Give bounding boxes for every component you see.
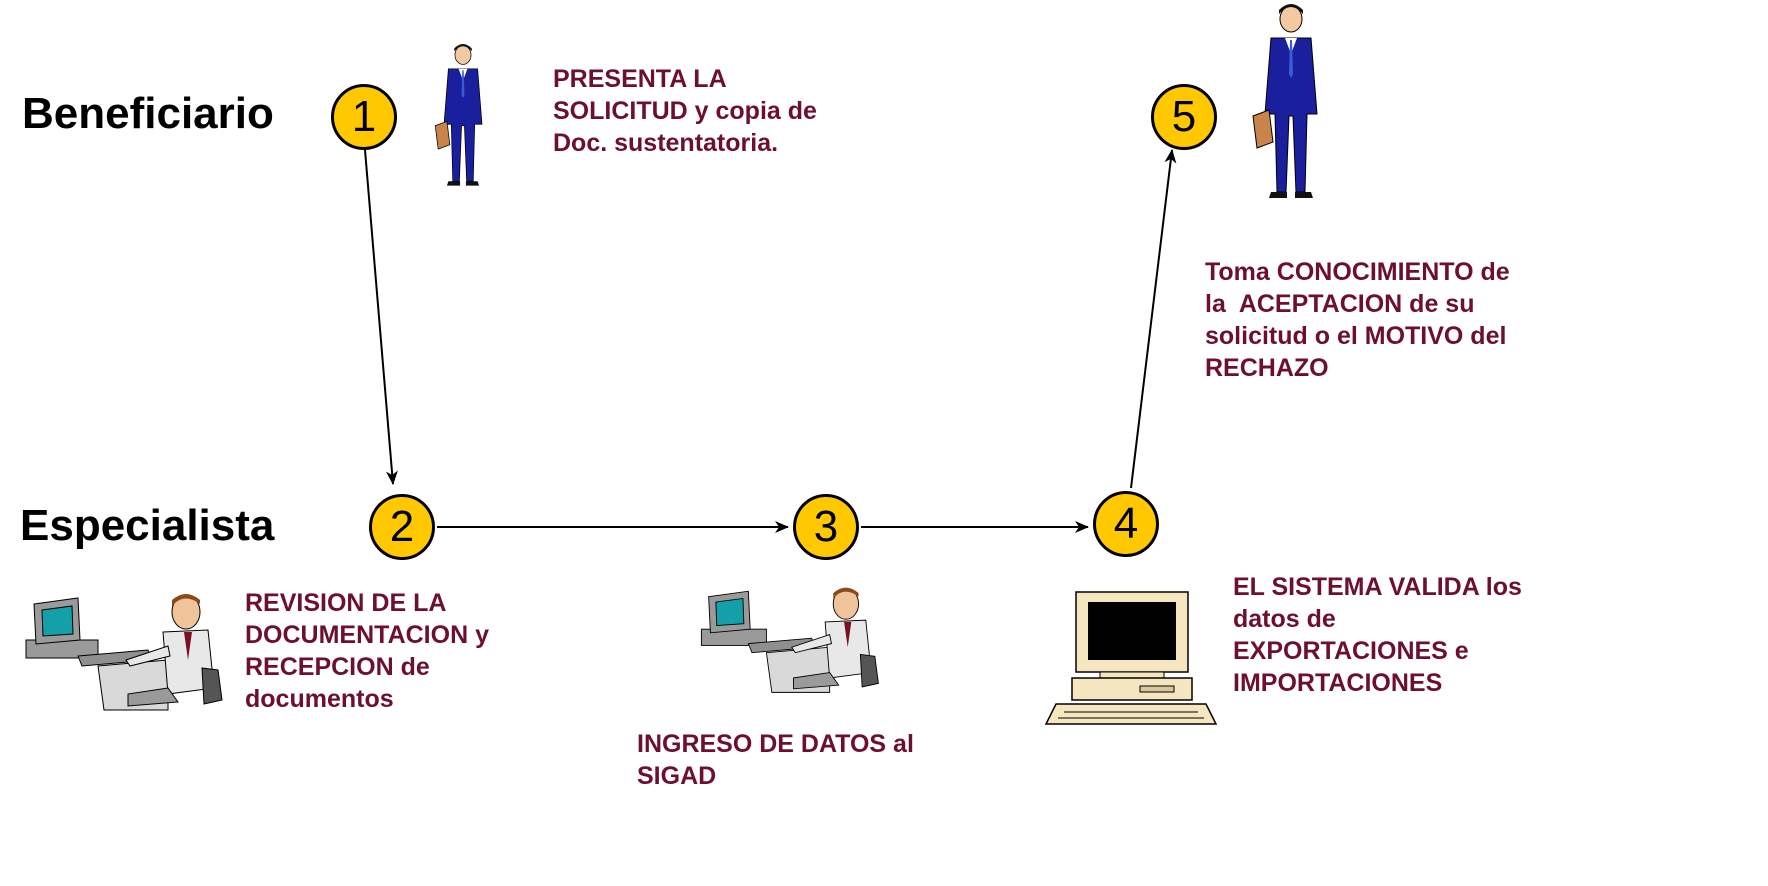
lane-label-beneficiario: Beneficiario — [22, 89, 274, 138]
businessman-icon — [1252, 4, 1318, 198]
step3-line: INGRESO DE DATOS al — [637, 730, 914, 758]
step-node-3: 3 — [793, 494, 859, 560]
step3-line: SIGAD — [637, 762, 717, 790]
step3-description: INGRESO DE DATOS al SIGAD — [637, 728, 914, 792]
step-node-1: 1 — [331, 84, 397, 150]
step5-line: solicitud o el MOTIVO del — [1205, 322, 1507, 350]
businessman-icon — [434, 44, 483, 186]
step1-line: SOLICITUD y copia de — [553, 97, 817, 125]
step4-line: IMPORTACIONES — [1233, 669, 1443, 697]
step2-line: documentos — [245, 685, 394, 713]
office-worker-at-computer-icon — [25, 594, 223, 711]
step4-description: EL SISTEMA VALIDA los datos de EXPORTACI… — [1233, 571, 1522, 699]
step4-line: EXPORTACIONES e — [1233, 637, 1469, 665]
arrow-1-to-2 — [364, 149, 398, 485]
step1-description: PRESENTA LA SOLICITUD y copia de Doc. su… — [553, 63, 817, 159]
step4-line: EL SISTEMA VALIDA los — [1233, 573, 1522, 601]
step5-line: Toma CONOCIMIENTO de — [1205, 258, 1510, 286]
office-worker-at-computer-icon — [700, 587, 879, 693]
step5-line: la ACEPTACION de su — [1205, 290, 1475, 318]
step5-line: RECHAZO — [1205, 354, 1329, 382]
step2-line: DOCUMENTACION y — [245, 621, 489, 649]
step5-description: Toma CONOCIMIENTO de la ACEPTACION de su… — [1205, 256, 1510, 384]
step1-line: PRESENTA LA — [553, 65, 727, 93]
step2-description: REVISION DE LA DOCUMENTACION y RECEPCION… — [245, 587, 489, 715]
desktop-computer-icon — [1044, 591, 1218, 725]
step4-line: datos de — [1233, 605, 1336, 633]
arrow-4-to-5 — [1130, 149, 1177, 489]
lane-label-especialista: Especialista — [20, 501, 275, 550]
step-node-5: 5 — [1151, 84, 1217, 150]
step-node-4: 4 — [1093, 491, 1159, 557]
step2-line: RECEPCION de — [245, 653, 430, 681]
step-node-2: 2 — [369, 494, 435, 560]
step1-line: Doc. sustentatoria. — [553, 129, 779, 157]
step2-line: REVISION DE LA — [245, 589, 447, 617]
